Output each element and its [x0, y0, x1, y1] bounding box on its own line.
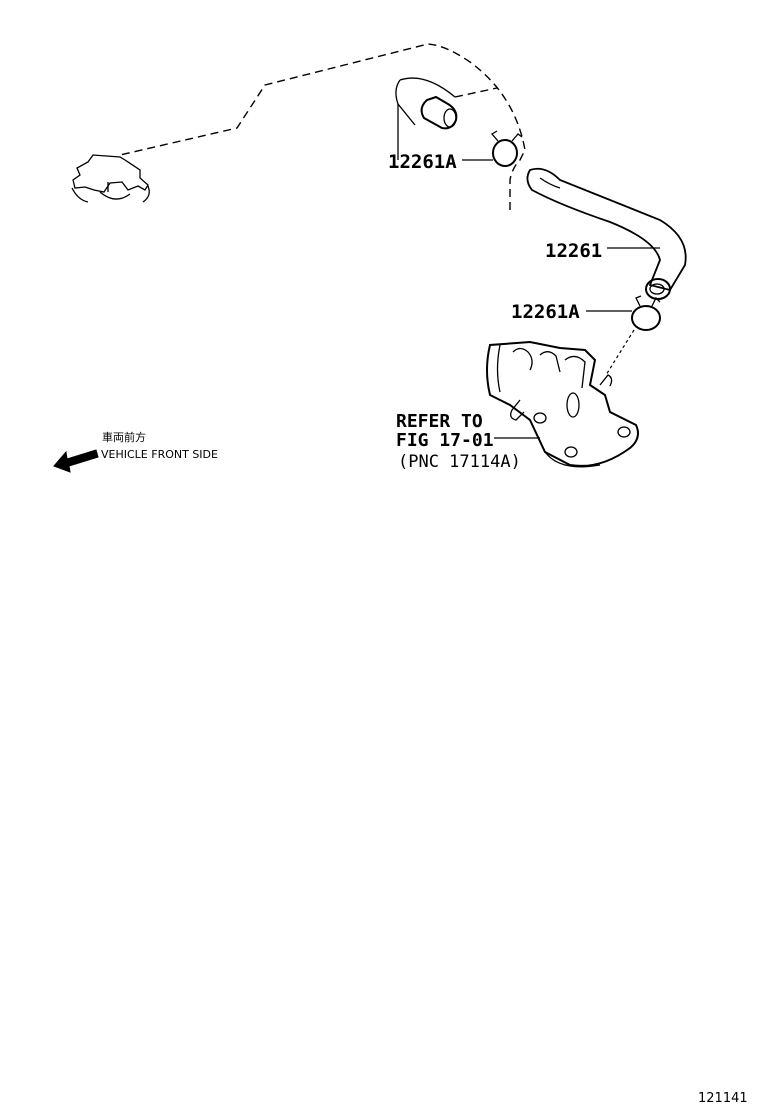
hose-clip-upper: [491, 130, 523, 167]
callout-clip-lower: 12261A: [511, 301, 580, 323]
phantom-lines: [119, 43, 526, 210]
callout-hose: 12261: [545, 240, 602, 262]
reference-line-3: (PNC 17114A): [398, 452, 521, 472]
hose-clip-lower: [605, 295, 661, 376]
reference-line-2: FIG 17-01: [396, 430, 494, 451]
radiator-cap: [71, 154, 150, 203]
reference-line-1: REFER TO: [396, 411, 483, 432]
direction-japanese: 車両前方: [102, 430, 146, 444]
leader-lines: [462, 159, 660, 439]
arrow-left-icon: [53, 449, 99, 473]
upper-hose-stub: [395, 77, 458, 160]
figure-number: 121141: [698, 1091, 748, 1106]
direction-english: VEHICLE FRONT SIDE: [101, 448, 218, 461]
callout-clip-upper: 12261A: [388, 151, 457, 173]
coolant-hose: [526, 167, 687, 300]
water-inlet-housing: [486, 340, 639, 468]
